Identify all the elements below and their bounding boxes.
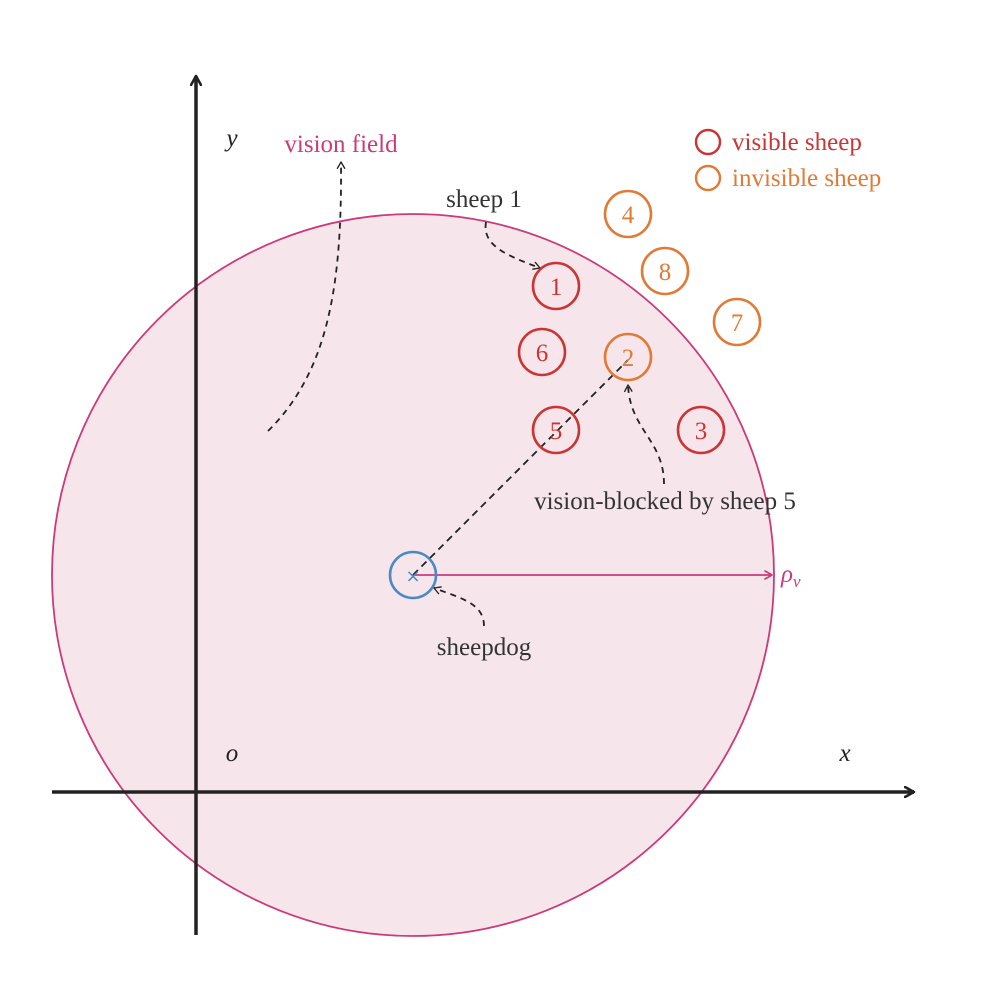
y-axis-label: y (223, 125, 238, 152)
sheep-4: 4 (603, 189, 653, 239)
vision-field-label: vision field (284, 131, 398, 158)
sheep-4-marker (603, 189, 653, 239)
radius-label: ρv (780, 561, 801, 591)
sheep-6-marker (517, 327, 567, 377)
sheep-7: 7 (712, 297, 762, 347)
sheep-5-marker (531, 405, 581, 455)
sheep-7-marker (712, 297, 762, 347)
sheepdog-pointer (433, 586, 485, 627)
vision-blocked-label: vision-blocked by sheep 5 (534, 488, 796, 515)
legend-item-visible: visible sheep (694, 128, 862, 156)
sheep-2: 2 (603, 332, 653, 382)
blocked-pointer (624, 384, 665, 485)
sheep1-label: sheep 1 (446, 186, 522, 213)
sheepdog-cross-icon: × (405, 566, 420, 587)
sheepdog-marker (388, 550, 438, 600)
sheep-3-id: 3 (695, 418, 708, 445)
sheep-2-marker (603, 332, 653, 382)
sheep-7-id: 7 (731, 310, 744, 337)
sheep-3-marker (676, 405, 726, 455)
origin-label: o (226, 740, 239, 767)
sheep1-pointer (484, 221, 541, 270)
legend-visible-label: visible sheep (732, 129, 862, 156)
sheep-1-id: 1 (550, 274, 563, 301)
sheep-8: 8 (640, 246, 690, 296)
legend-invisible-swatch (694, 164, 722, 192)
vision-field-pointer (267, 161, 346, 432)
sheep-3: 3 (676, 405, 726, 455)
sheep-6: 6 (517, 327, 567, 377)
line-of-sight (412, 359, 629, 576)
sheep-2-id: 2 (622, 345, 635, 372)
sheep-6-id: 6 (536, 340, 549, 367)
x-axis-label: x (838, 740, 850, 767)
sheep-5: 5 (531, 405, 581, 455)
legend: visible sheep invisible sheep (694, 128, 881, 192)
sheepdog: × (388, 550, 438, 600)
legend-invisible-label: invisible sheep (732, 165, 881, 192)
sheep-1-marker (531, 261, 581, 311)
legend-item-invisible: invisible sheep (694, 164, 881, 192)
sheep-1: 1 (531, 261, 581, 311)
sheep-8-marker (640, 246, 690, 296)
sheep-8-id: 8 (659, 259, 672, 286)
sheep-4-id: 4 (622, 202, 635, 229)
sheepdog-label: sheepdog (437, 634, 532, 661)
sheep-5-id: 5 (550, 418, 563, 445)
legend-visible-swatch (694, 128, 722, 156)
